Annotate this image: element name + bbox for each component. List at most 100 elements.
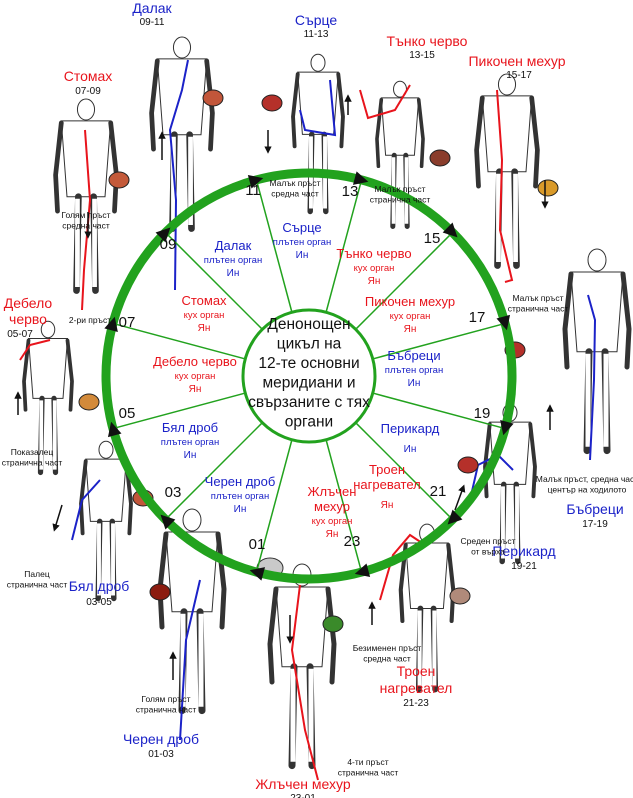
figure-note: Малък пръст — [512, 293, 563, 303]
figure-arm — [53, 120, 64, 214]
stomach-icon — [108, 171, 130, 189]
sector-name: нагревател — [353, 477, 421, 492]
figure-hours: 19-21 — [511, 561, 537, 572]
sector-name: Бъбреци — [387, 348, 440, 363]
figure-hours: 21-23 — [403, 698, 429, 709]
sector-organ-type: плътен орган — [204, 255, 262, 266]
figure-leg-fill — [585, 353, 609, 447]
sector-polarity: Ян — [198, 323, 211, 334]
figure-arm — [336, 72, 345, 149]
meridian-line — [359, 84, 411, 120]
direction-arrow — [52, 504, 63, 532]
figure-hours: 13-15 — [409, 50, 435, 61]
sector-organ-type: кух орган — [312, 516, 353, 527]
figure-bladder — [474, 73, 559, 283]
sector-divider — [355, 231, 454, 330]
clock-hour-label: 15 — [424, 230, 441, 247]
sector-divider — [164, 231, 263, 330]
figure-title: Черен дроб — [123, 731, 199, 747]
figure-stomach — [53, 98, 130, 311]
figure-spleen — [149, 36, 224, 291]
meridian-line — [19, 339, 51, 361]
figure-arm — [149, 58, 160, 152]
heart-icon — [457, 456, 479, 474]
figure-arm — [483, 422, 492, 499]
sector-polarity: Ян — [404, 324, 417, 335]
clock-arrow — [160, 514, 176, 530]
figure-torso — [570, 271, 624, 353]
figure-torso — [275, 586, 329, 668]
figure-hours: 07-09 — [75, 86, 101, 97]
figure-note: Показалец — [11, 447, 54, 457]
figure-arm — [620, 271, 632, 370]
sector-divider — [372, 322, 506, 360]
figure-note: Среден пръст — [461, 536, 516, 546]
sector-polarity: Ян — [368, 276, 381, 287]
meridian-line — [179, 579, 201, 741]
bladder-icon — [537, 179, 559, 197]
figure-hours: 09-11 — [140, 17, 165, 28]
figure-large-intestine — [19, 320, 100, 476]
sector-name: Далак — [215, 238, 252, 253]
center-title-line: меридиани и — [262, 375, 355, 392]
figure-title: Сърце — [295, 12, 338, 28]
pancreas-icon — [202, 89, 224, 107]
sector-polarity: Ин — [296, 250, 309, 261]
sector-name: Перикард — [381, 421, 440, 436]
clock-hour-label: 13 — [342, 183, 359, 200]
sector-name: Жлъчен — [308, 484, 357, 499]
clock-hour-label: 09 — [160, 236, 177, 253]
figure-head — [182, 508, 202, 532]
clock-arrow — [354, 563, 371, 578]
figure-note: Малък пръст — [269, 178, 320, 188]
figure-arm — [416, 98, 425, 169]
figure-note: Палец — [24, 569, 50, 579]
sector-divider — [255, 179, 293, 313]
sector-organ-type: плътен орган — [211, 491, 269, 502]
figure-kidneys — [504, 248, 632, 461]
figure-note: Голям пръст — [141, 694, 190, 704]
sector-name: Бял дроб — [162, 420, 218, 435]
outer-ring — [101, 168, 517, 584]
sector-polarity: Ян — [326, 529, 339, 540]
sector-organ-type: плътен орган — [273, 237, 331, 248]
clock-arrow — [104, 316, 118, 333]
intestine-icon — [429, 149, 451, 167]
clock-hour-label: 01 — [249, 536, 266, 553]
figure-head — [497, 73, 517, 96]
center-title-line: свързаните с тях — [248, 394, 370, 411]
sector-divider — [372, 392, 506, 430]
sector-polarity: Ин — [184, 450, 197, 461]
figure-gallbladder — [267, 563, 344, 781]
clock-hour-label: 07 — [119, 314, 136, 331]
figure-hours: 05-07 — [7, 329, 33, 340]
sector-name: Троен — [369, 462, 405, 477]
figure-title: Бъбреци — [566, 501, 623, 517]
clock-hour-label: 19 — [474, 405, 491, 422]
sector-organ-type: кух орган — [354, 263, 395, 274]
clock-arrow — [247, 174, 264, 189]
figure-arm — [108, 120, 119, 214]
figure-triple-heater — [379, 523, 471, 693]
clock-arrow — [249, 567, 266, 581]
figure-title: Далак — [132, 0, 172, 16]
liver-icon — [149, 583, 171, 601]
figure-arm — [474, 95, 485, 189]
figure-hours: 11-13 — [304, 29, 329, 40]
sector-organ-type: кух орган — [175, 371, 216, 382]
figure-leg-fill — [496, 173, 518, 262]
figure-torso — [156, 58, 208, 136]
